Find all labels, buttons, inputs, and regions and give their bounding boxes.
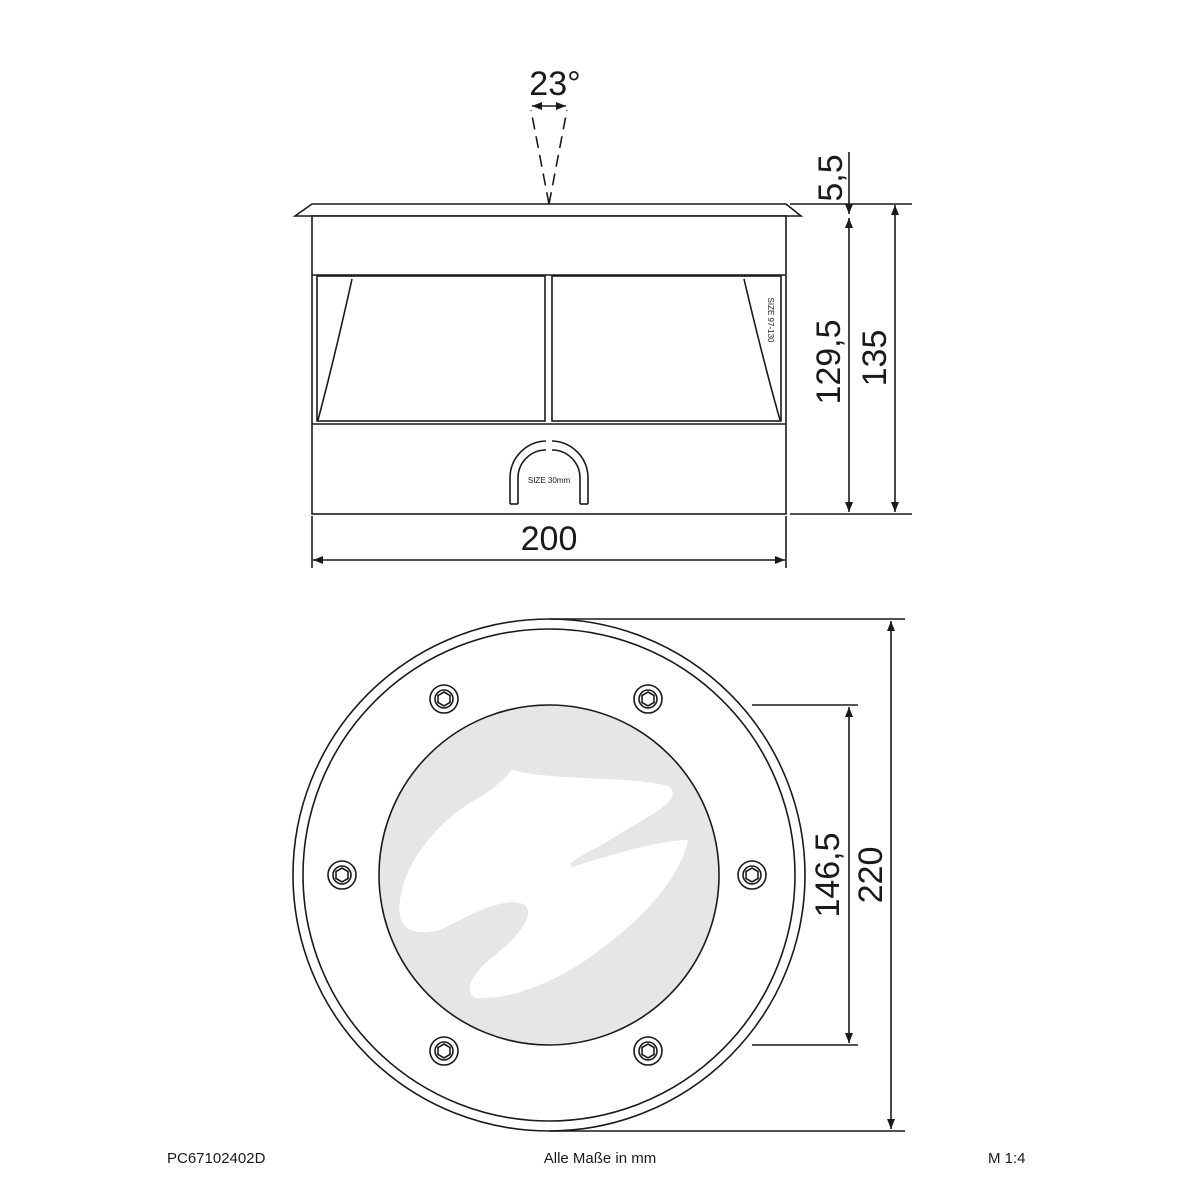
units-note: Alle Maße in mm: [543, 1150, 657, 1167]
housing-body: [311, 215, 787, 515]
screw-left: [327, 860, 357, 890]
inner-rim: [302, 628, 796, 1122]
screw-bottom-right: [633, 1036, 663, 1066]
cable-entry-outer: [509, 440, 547, 504]
flange-thickness-label: 5,5: [812, 154, 850, 201]
part-number: PC67102402D: [167, 1150, 266, 1167]
cable-size-label: SIZE 30mm: [528, 476, 571, 485]
screw-top-right: [633, 684, 663, 714]
glass-reflection: [399, 770, 688, 999]
window-left: [316, 275, 546, 422]
side-view: [292, 102, 912, 568]
cable-entry-inner: [517, 449, 547, 504]
scale-label: M 1:4: [988, 1150, 1026, 1167]
size-range-label: SIZE 97-130: [766, 298, 775, 343]
bracket-curve-left: [317, 278, 353, 421]
window-right: [551, 275, 782, 422]
cable-entry-inner-r: [551, 449, 581, 504]
total-height-label: 135: [856, 330, 894, 387]
beam-line-left: [530, 109, 550, 205]
beam-line-right: [548, 109, 568, 205]
screw-right: [737, 860, 767, 890]
outer-diameter-label: 220: [852, 847, 890, 904]
screw-bottom-left: [429, 1036, 459, 1066]
width-label: 200: [521, 520, 578, 558]
bracket-curve-right: [743, 278, 781, 421]
glass-diameter-label: 146,5: [809, 832, 847, 917]
cable-entry-outer-r: [551, 440, 589, 504]
top-view: [292, 618, 905, 1132]
beam-angle-label: 23°: [529, 65, 580, 103]
screw-top-left: [429, 684, 459, 714]
body-height-label: 129,5: [810, 319, 848, 404]
flange-outline: [292, 203, 804, 217]
